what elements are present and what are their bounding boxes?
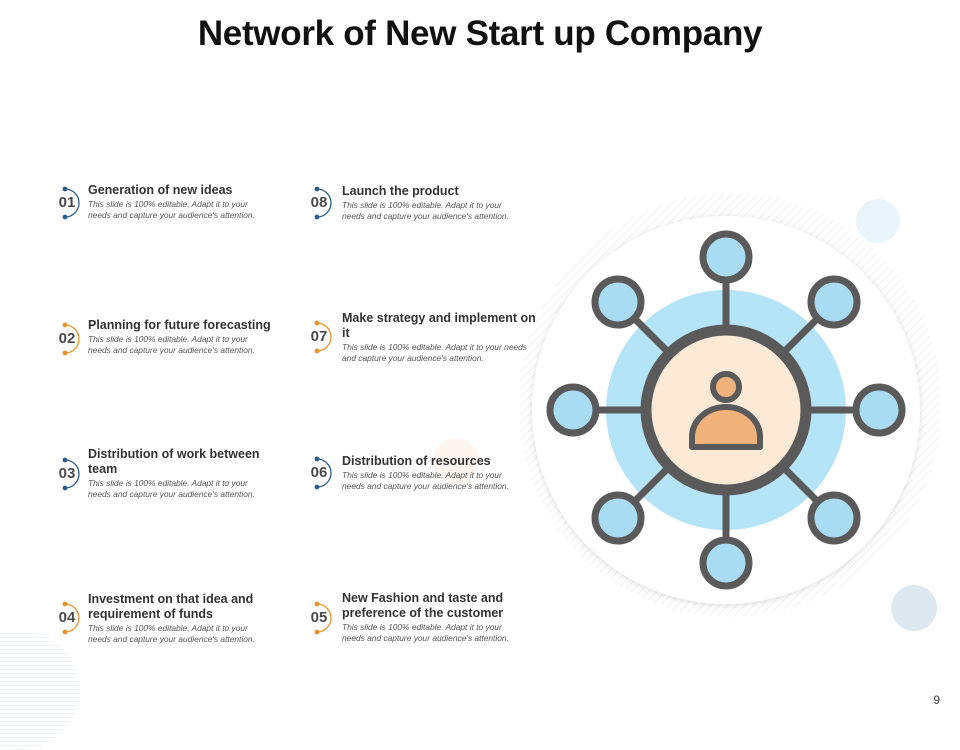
node-bottom [699,536,753,590]
list-item: 05 New Fashion and taste and preference … [308,591,523,644]
number-badge: 06 [308,455,334,491]
network-graphic [520,193,940,617]
person-icon [689,371,763,450]
item-title: Launch the product [342,184,459,198]
network-nodes [546,230,906,590]
page-number: 9 [933,693,940,707]
item-description: This slide is 100% editable. Adapt it to… [88,623,255,644]
item-description: This slide is 100% editable. Adapt it to… [342,200,509,221]
list-item: 03 Distribution of work between team Thi… [56,447,271,500]
list-item: 04 Investment on that idea and requireme… [56,592,271,645]
number-badge: 07 [308,319,334,355]
item-description: This slide is 100% editable. Adapt it to… [88,478,255,499]
node-top [699,230,753,284]
item-title: Make strategy and implement on it [342,311,536,340]
item-description: This slide is 100% editable. Adapt it to… [88,334,255,355]
item-description: This slide is 100% editable. Adapt it to… [342,342,527,363]
node-top-right [807,275,861,329]
list-item: 01 Generation of new ideas This slide is… [56,183,271,221]
number-badge: 04 [56,600,82,636]
node-bottom-left [591,491,645,545]
decorative-circle [891,585,937,631]
item-description: This slide is 100% editable. Adapt it to… [88,199,255,220]
item-title: Investment on that idea and requirement … [88,592,254,621]
item-title: New Fashion and taste and preference of … [342,591,504,620]
item-description: This slide is 100% editable. Adapt it to… [342,470,509,491]
decorative-circle [856,199,900,243]
decorative-circle [433,438,479,484]
node-bottom-right [807,491,861,545]
slide-title: Network of New Start up Company [197,14,763,53]
list-item: 07 Make strategy and implement on it Thi… [308,311,538,364]
node-top-left [591,275,645,329]
number-badge: 05 [308,600,334,636]
decorative-circle [0,630,80,750]
item-title: Distribution of work between team [88,447,260,476]
number-badge: 02 [56,321,82,357]
list-item: 06 Distribution of resources This slide … [308,454,523,492]
node-right [852,383,906,437]
number-badge: 08 [308,185,334,221]
node-left [546,383,600,437]
list-item: 08 Launch the product This slide is 100%… [308,184,523,222]
number-badge: 03 [56,456,82,492]
list-item: 02 Planning for future forecasting This … [56,318,271,356]
item-description: This slide is 100% editable. Adapt it to… [342,622,509,643]
item-title: Distribution of resources [342,454,491,468]
item-title: Planning for future forecasting [88,318,271,332]
number-badge: 01 [56,185,82,221]
item-title: Generation of new ideas [88,183,233,197]
